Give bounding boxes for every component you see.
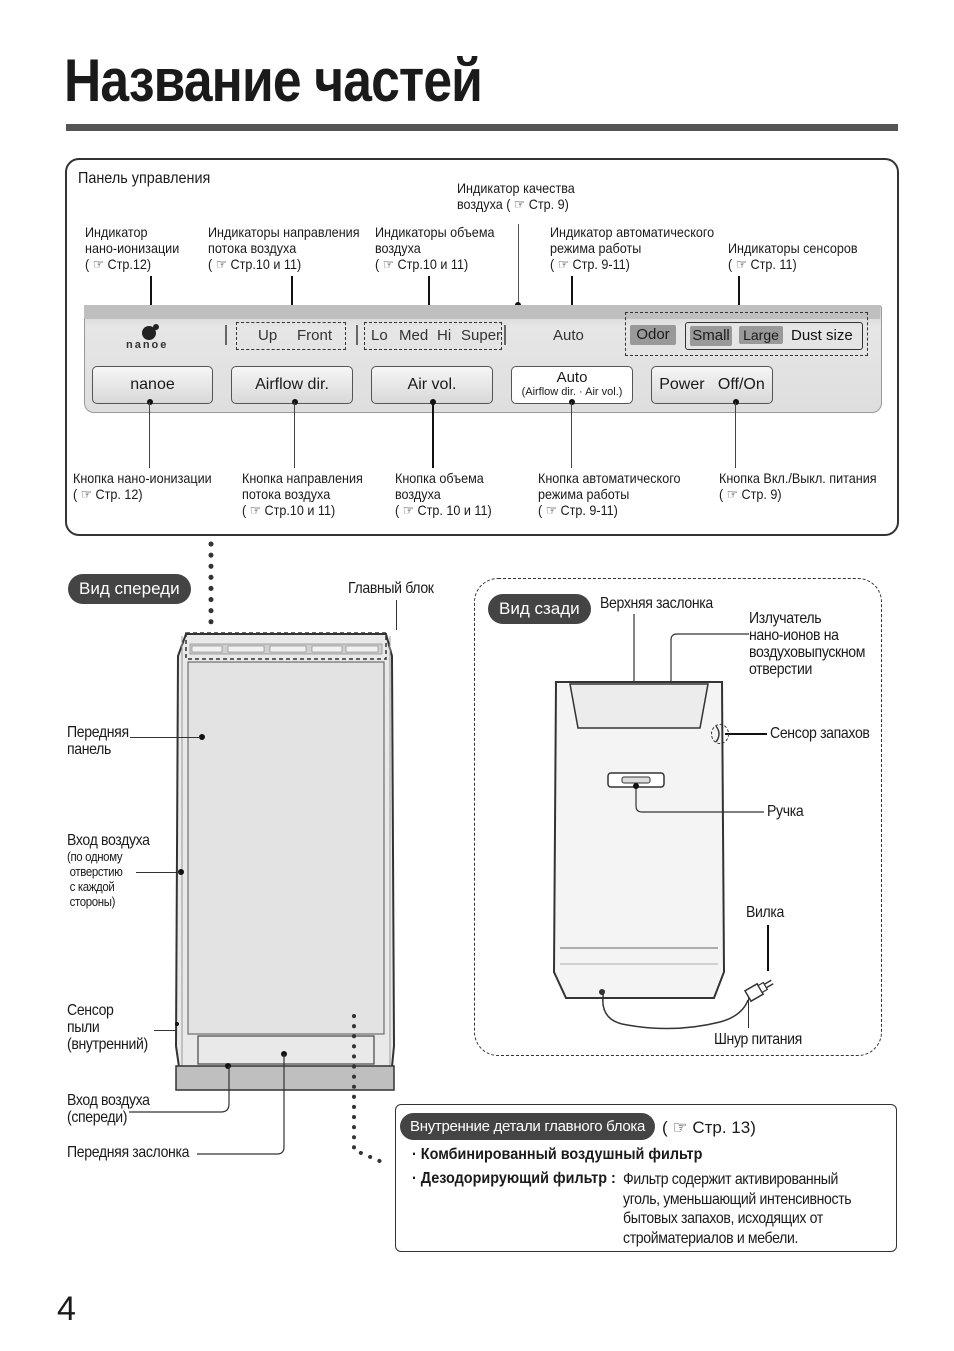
nanoe-logo-icon [141,323,161,346]
control-panel-box [65,158,899,536]
control-panel-heading: Панель управления [78,170,211,187]
leader-auto-indicator [571,276,573,320]
leader-nanoe-button [149,402,150,468]
internal-parts-box [395,1104,897,1252]
label-handle: Ручка [767,803,804,820]
panel-divider [225,325,227,345]
internal-parts-badge: Внутренние детали главного блока [400,1113,656,1140]
indicator-up: Up [258,327,278,344]
indicator-lo: Lo [371,327,388,344]
dot-power-button [733,399,739,405]
leader-odor-sensor [725,733,767,735]
indicator-dust-size: Dust size [791,327,853,344]
indicator-odor: Odor [630,325,676,345]
indicator-small: Small [690,326,732,346]
nanoe-logo-text: nanoe [126,339,169,351]
label-dust-sensor: Сенсор пыли (внутренний) [67,1002,148,1053]
odor-sensor-marker [711,724,729,744]
label-main-unit: Главный блок [348,580,434,597]
front-view-unit [174,632,396,1091]
label-power-button: Кнопка Вкл./Выкл. питания ( ☞ Стр. 9) [719,470,877,502]
label-auto-indicator: Индикатор автоматического режима работы … [550,224,715,272]
indicator-large: Large [739,326,783,344]
airflow-dir-button[interactable]: Airflow dir. [231,366,353,404]
power-button[interactable]: Power Off/On [651,366,773,404]
label-cord: Шнур питания [714,1031,802,1048]
auto-button-sublabel: (Airflow dir. · Air vol.) [521,386,623,398]
rear-view-box [474,578,882,1056]
leader-front-panel [130,737,200,738]
leader-volume-button [432,402,434,468]
air-vol-button[interactable]: Air vol. [371,366,493,404]
label-airflow-button: Кнопка направления потока воздуха ( ☞ Ст… [242,470,363,518]
label-volume-indicators: Индикаторы объема воздуха ( ☞ Стр.10 и 1… [375,224,495,272]
leader-power-button [735,402,736,468]
leader-handle [633,783,764,813]
indicator-med: Med [399,327,429,344]
page-number: 4 [57,1290,76,1328]
sensor-indicator-group [625,312,868,356]
label-odor-sensor: Сенсор запахов [770,725,870,742]
indicator-super: Super [461,327,502,344]
item-deodorizing-filter: · Дезодорирующий фильтр : [412,1170,616,1187]
dotted-connector [352,1014,384,1164]
label-sensor-indicators: Индикаторы сенсоров ( ☞ Стр. 11) [728,240,858,272]
page-title: Название частей [64,47,483,114]
dot-nanoe-button [147,399,153,405]
sensor-size-frame [685,322,863,350]
deodorizing-filter-description: Фильтр содержит активированный уголь, ум… [623,1171,852,1247]
nanoe-button[interactable]: nanoe [92,366,213,404]
leader-airflow-button [294,402,295,468]
label-front-flap: Передняя заслонка [67,1144,190,1161]
dot-airflow-button [292,399,298,405]
indicator-auto: Auto [553,327,584,344]
leader-airflow-indicators [291,276,293,320]
leader-air-quality [518,224,519,304]
auto-button-label: Auto [556,369,588,386]
front-view-badge: Вид спереди [68,574,191,604]
indicator-hi: Hi [437,327,452,344]
leader-main-unit [396,600,397,630]
rear-view-badge: Вид сзади [488,594,591,624]
label-air-quality-indicator: Индикатор качества воздуха ( ☞ Стр. 9) [457,180,575,212]
leader-sensor-indicators [738,276,740,310]
label-front-panel: Передняя панель [67,724,129,758]
leader-nanoe-indicator [150,276,152,320]
label-auto-button: Кнопка автоматического режима работы ( ☞… [538,470,681,518]
leader-auto-button [571,402,572,468]
label-plug: Вилка [746,904,785,921]
title-rule [66,124,898,131]
airflow-indicator-group [236,322,346,350]
power-cord-icon [602,979,774,1030]
dot-auto-button [569,399,575,405]
volume-indicator-group [364,322,502,350]
indicator-front: Front [297,327,333,344]
label-air-inlet-front: Вход воздуха (спереди) [67,1092,150,1126]
label-nanoe-indicator: Индикатор нано-ионизации ( ☞ Стр.12) [85,224,180,272]
leader-cord [748,996,749,1028]
panel-divider [504,325,506,345]
label-nanoe-button: Кнопка нано-ионизации ( ☞ Стр. 12) [73,470,212,502]
label-emitter: Излучатель нано-ионов на воздуховыпускно… [749,610,866,678]
dotted-connector [208,541,214,630]
leader-air-inlet-side [136,872,180,873]
leader-air-inlet-front [129,1066,230,1113]
label-airflow-indicators: Индикаторы направления потока воздуха ( … [208,224,360,272]
rear-view-unit [552,681,726,999]
label-top-flap: Верхняя заслонка [600,595,713,612]
item-combined-filter: · Комбинированный воздушный фильтр [412,1146,703,1163]
internal-parts-ref: ( ☞ Стр. 13) [662,1118,756,1137]
label-air-inlet-side: Вход воздуха (по одному отверстию с кажд… [67,832,150,909]
auto-button[interactable]: Auto (Airflow dir. · Air vol.) [511,366,633,404]
leader-front-flap [197,1054,285,1155]
leader-volume-indicators [428,276,430,320]
label-volume-button: Кнопка объема воздуха ( ☞ Стр. 10 и 11) [395,470,492,518]
leader-plug [767,925,769,971]
leader-dust-sensor [154,1030,176,1031]
panel-divider [356,325,358,345]
panel-top-strip [84,305,880,319]
